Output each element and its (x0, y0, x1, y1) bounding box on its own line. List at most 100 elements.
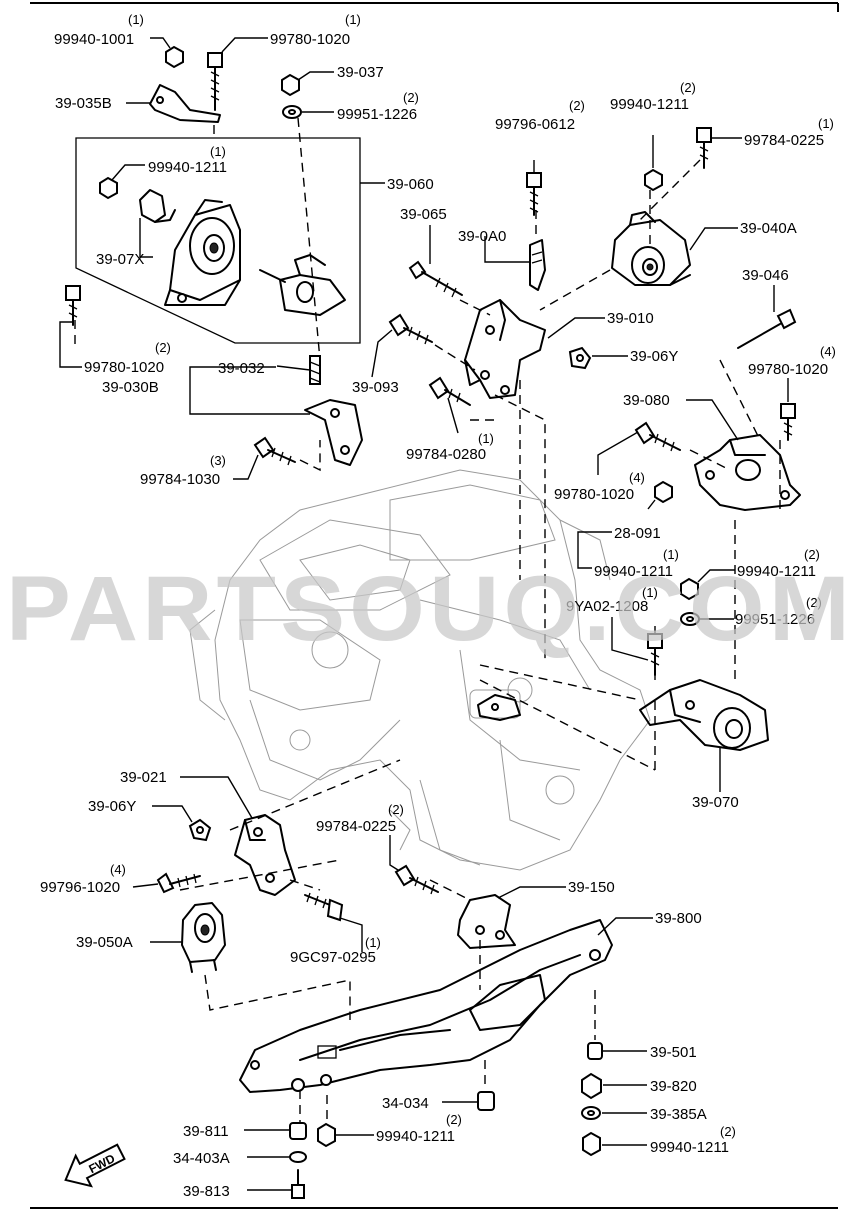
callout-label: 99940-1211 (737, 563, 816, 580)
nut-99940-1001 (165, 45, 184, 69)
callout-label: 99940-1211 (594, 563, 673, 580)
callout-qty: (1) (818, 116, 834, 131)
callout-label: 99796-1020 (40, 879, 120, 896)
bracket-39-035b (149, 84, 221, 123)
callout-label: 39-080 (623, 392, 670, 409)
stud-39-032 (309, 355, 321, 385)
bolt-99780-1020-right (780, 403, 796, 441)
bolt-39-046 (737, 308, 797, 349)
fwd-arrow: FWD (64, 1143, 126, 1188)
bolt-99784-0280 (428, 376, 471, 406)
nut-99940-1211-b (644, 168, 663, 192)
bracket-39-010 (464, 299, 546, 399)
callout-label: 99780-1020 (84, 359, 164, 376)
callout-label: 39-093 (352, 379, 399, 396)
callout-qty: (2) (155, 340, 171, 355)
mount-39-040a (611, 211, 691, 286)
callout-qty: (4) (820, 344, 836, 359)
bolt-99784-1030 (253, 436, 296, 466)
callout-label: 34-034 (382, 1095, 429, 1112)
nut-39-037 (281, 73, 300, 97)
callout-label: 39-032 (218, 360, 265, 377)
callout-label: 99951-1226 (337, 106, 417, 123)
clip-39-06y-top (568, 346, 592, 370)
bolt-99780-1020-left (65, 285, 81, 326)
callout-label: 39-0A0 (458, 228, 506, 245)
assembly-lines (74, 117, 781, 1125)
callout-label: 39-046 (742, 267, 789, 284)
callout-labels: (1) 99940-1001 (1) 99780-1020 39-037 39-… (40, 12, 836, 1200)
callout-qty: (2) (720, 1124, 736, 1139)
callout-qty: (1) (663, 547, 679, 562)
nut-99940-1211-bottom-right (582, 1131, 601, 1157)
callout-label: 9YA02-1208 (566, 598, 648, 615)
mount-39-080 (694, 434, 801, 511)
callout-label: 39-037 (337, 64, 384, 81)
callout-label: 28-091 (614, 525, 661, 542)
callout-label: 39-06Y (630, 348, 678, 365)
washer-99951-1226-top (282, 105, 302, 119)
callout-label: 99780-1020 (554, 486, 634, 503)
mount-group-frame (75, 137, 361, 344)
callout-label: 39-813 (183, 1183, 230, 1200)
nut-28-091 (654, 480, 673, 504)
stud-39-0a0 (529, 239, 546, 291)
nut-39-820 (581, 1072, 602, 1100)
callout-label: 34-403A (173, 1150, 230, 1167)
callout-qty: (1) (365, 935, 381, 950)
callout-qty: (2) (446, 1112, 462, 1127)
bushing-39-501 (587, 1042, 603, 1060)
callout-label: 39-035B (55, 95, 112, 112)
callout-qty: (1) (210, 144, 226, 159)
callout-label: 39-150 (568, 879, 615, 896)
callout-label: 39-07X (96, 251, 144, 268)
callout-qty: (1) (478, 431, 494, 446)
nut-99940-1211-bottom-left (317, 1122, 336, 1148)
callout-label: 99784-1030 (140, 471, 220, 488)
bracket-39-021 (234, 814, 296, 896)
callout-label: 39-050A (76, 934, 133, 951)
leader-lines (59, 37, 789, 1191)
callout-label: 99780-1020 (748, 361, 828, 378)
bolt-9ya02-1208 (647, 633, 663, 676)
callout-label: 39-030B (102, 379, 159, 396)
callout-label: 39-065 (400, 206, 447, 223)
bolt-99780-1020-top (207, 52, 223, 111)
callout-qty: (3) (210, 453, 226, 468)
washer-39-385a (581, 1106, 601, 1120)
bushing-34-034 (477, 1091, 495, 1111)
bolt-39-093 (388, 313, 433, 345)
mount-39-070 (639, 679, 769, 751)
callout-label: 99940-1211 (610, 96, 689, 113)
callout-label: 39-070 (692, 794, 739, 811)
callout-label: 9GC97-0295 (290, 949, 376, 966)
bolt-39-813 (291, 1169, 305, 1199)
small-mount-plate (477, 694, 521, 721)
callout-label: 99796-0612 (495, 116, 575, 133)
bolt-99796-1020 (156, 872, 201, 894)
washer-34-403a (289, 1151, 307, 1163)
callout-label: 99940-1211 (376, 1128, 455, 1145)
callout-label: 99780-1020 (270, 31, 350, 48)
callout-qty: (2) (403, 90, 419, 105)
callout-qty: (4) (110, 862, 126, 877)
washer-99951-1226-right (680, 612, 700, 626)
callout-label: 99784-0225 (316, 818, 396, 835)
clip-39-06y-bottom (188, 818, 212, 842)
callout-label: 39-040A (740, 220, 797, 237)
bolt-9gc97-0295 (304, 892, 344, 922)
callout-label: 39-010 (607, 310, 654, 327)
callout-qty: (1) (642, 585, 658, 600)
callout-label: 39-06Y (88, 798, 136, 815)
callout-label: 99940-1211 (650, 1139, 729, 1156)
engine-outline (189, 469, 651, 871)
nut-99940-1211-a (99, 176, 118, 200)
callout-qty: (4) (629, 470, 645, 485)
callout-label: 99951-1226 (735, 611, 815, 628)
callout-label: 39-385A (650, 1106, 707, 1123)
callout-label: 99940-1001 (54, 31, 134, 48)
callout-label: 39-060 (387, 176, 434, 193)
callout-label: 39-811 (183, 1123, 229, 1140)
